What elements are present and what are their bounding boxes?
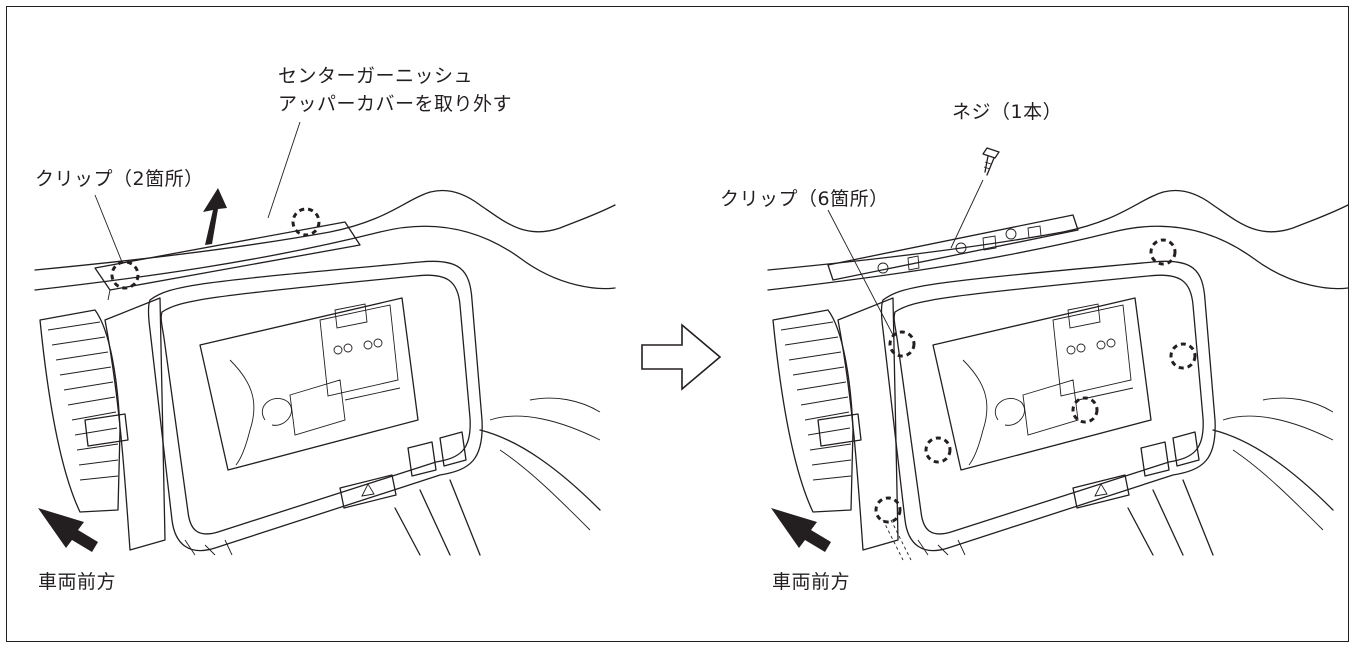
clip-marker	[874, 496, 902, 524]
cover-callout-line2: アッパーカバーを取り外す	[278, 93, 513, 115]
step-arrow-icon	[641, 324, 721, 390]
clip-marker	[888, 330, 916, 358]
right-clip-callout: クリップ（6箇所）	[720, 188, 889, 210]
clip-marker	[1071, 396, 1099, 424]
left-dashboard-drawing	[34, 121, 616, 556]
clip-marker	[110, 260, 140, 290]
front-arrow-icon	[771, 508, 831, 552]
right-dashboard-drawing	[767, 147, 1349, 561]
cover-callout-line1: センターガーニッシュ	[278, 65, 474, 87]
left-clip-callout: クリップ（2箇所）	[35, 168, 204, 190]
clip-marker	[924, 436, 952, 464]
screw-icon	[982, 147, 1000, 176]
clip-marker	[291, 207, 321, 237]
clip-marker	[1149, 238, 1177, 266]
front-arrow-icon	[38, 508, 98, 552]
screw-callout: ネジ（1本）	[952, 101, 1063, 123]
clip-marker	[1169, 342, 1197, 370]
right-front-label: 車両前方	[772, 571, 851, 593]
lift-arrow-icon	[203, 188, 227, 245]
left-front-label: 車両前方	[38, 571, 117, 593]
